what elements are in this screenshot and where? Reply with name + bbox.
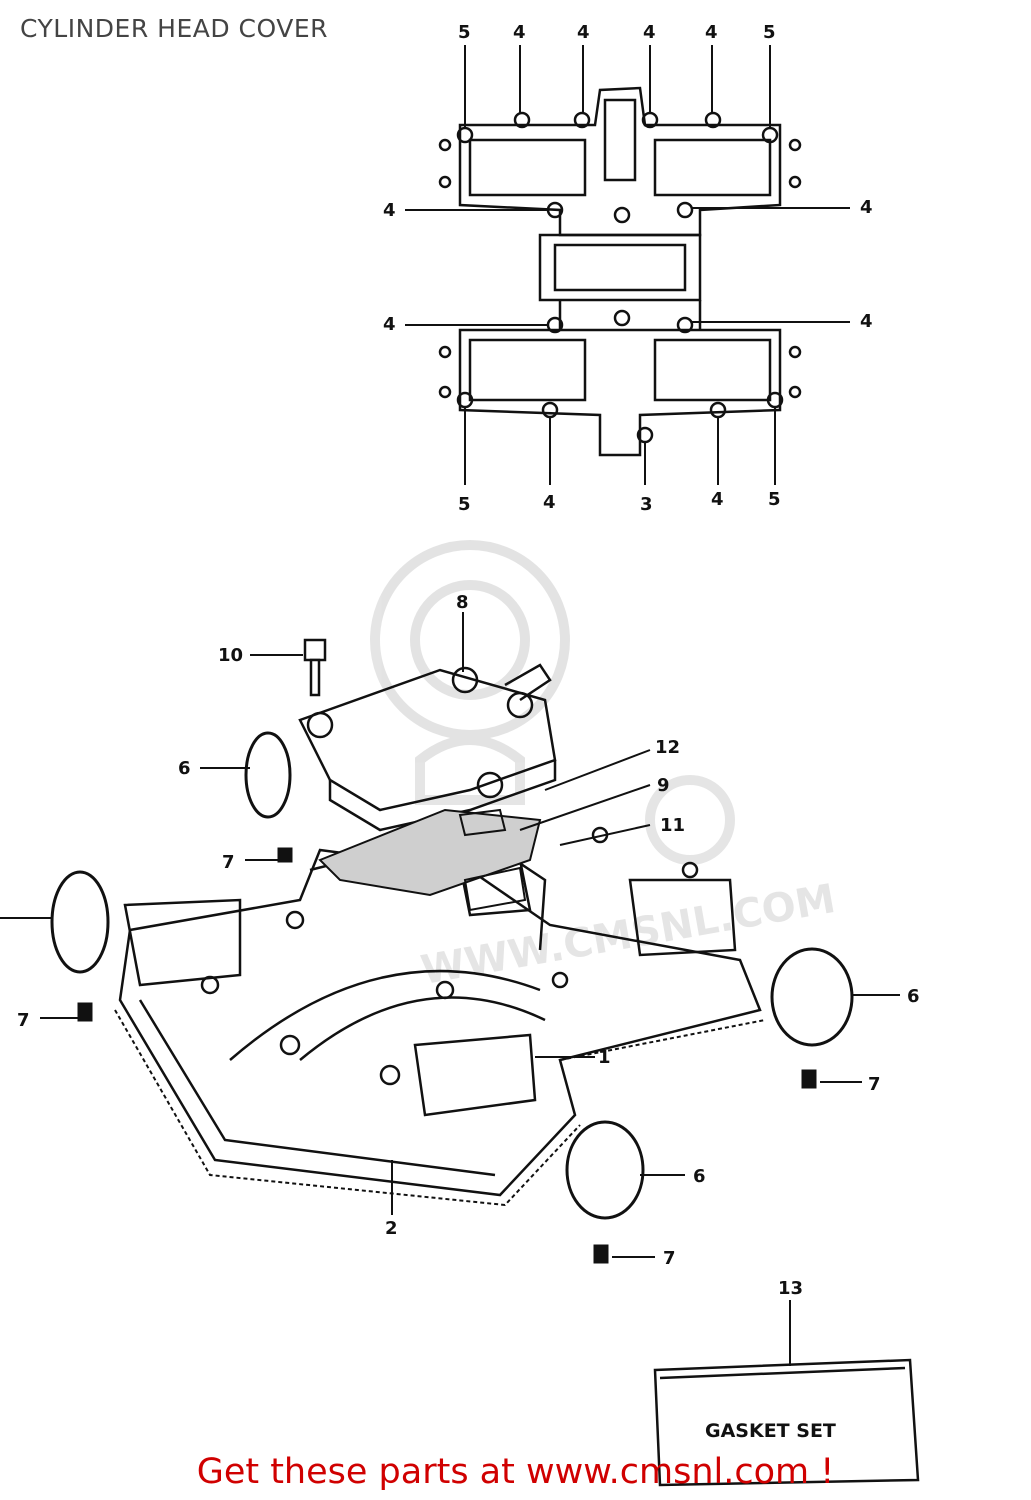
callout-6: 6 xyxy=(178,758,191,779)
callout-11: 11 xyxy=(660,815,685,836)
top-view-leaders xyxy=(405,45,850,485)
callouts: 5 4 4 4 4 5 4 4 4 4 5 4 3 4 5 8 10 12 9 … xyxy=(17,22,920,1299)
callout-7: 7 xyxy=(663,1248,676,1269)
exploded-leaders xyxy=(0,612,900,1366)
callout-4: 4 xyxy=(705,22,718,43)
callout-9: 9 xyxy=(657,775,670,796)
callout-5: 5 xyxy=(458,494,471,515)
callout-6: 6 xyxy=(907,986,920,1007)
callout-2: 2 xyxy=(385,1218,398,1239)
promo-link-text[interactable]: Get these parts at www.cmsnl.com ! xyxy=(196,1452,835,1492)
callout-5: 5 xyxy=(763,22,776,43)
callout-5: 5 xyxy=(768,489,781,510)
bolt-10 xyxy=(303,638,327,697)
callout-1: 1 xyxy=(598,1047,611,1068)
breather-gasket xyxy=(318,808,542,897)
callout-4: 4 xyxy=(860,197,873,218)
callout-7: 7 xyxy=(868,1074,881,1095)
callout-4: 4 xyxy=(513,22,526,43)
gasket-set-box xyxy=(653,1358,920,1487)
cap-6 xyxy=(50,731,854,1220)
cover-gasket xyxy=(114,1009,766,1207)
callout-4: 4 xyxy=(577,22,590,43)
gasket-set-label: GASKET SET xyxy=(705,1420,836,1442)
callout-4: 4 xyxy=(711,489,724,510)
callout-4: 4 xyxy=(860,311,873,332)
bolt-7 xyxy=(77,847,817,1264)
callout-4: 4 xyxy=(383,314,396,335)
callout-10: 10 xyxy=(218,645,243,666)
callout-4: 4 xyxy=(543,492,556,513)
callout-13: 13 xyxy=(778,1278,803,1299)
callout-7: 7 xyxy=(222,852,235,873)
breather-element xyxy=(458,808,527,912)
callout-12: 12 xyxy=(655,737,680,758)
watermark-logo xyxy=(370,540,735,865)
callout-3: 3 xyxy=(640,494,653,515)
callout-4: 4 xyxy=(643,22,656,43)
callout-4: 4 xyxy=(383,200,396,221)
callout-5: 5 xyxy=(458,22,471,43)
page-title: CYLINDER HEAD COVER xyxy=(20,14,329,43)
callout-8: 8 xyxy=(456,592,469,613)
callout-7: 7 xyxy=(17,1010,30,1031)
callout-6: 6 xyxy=(693,1166,706,1187)
cover-top-view xyxy=(438,86,802,457)
breather-cover xyxy=(298,663,557,832)
